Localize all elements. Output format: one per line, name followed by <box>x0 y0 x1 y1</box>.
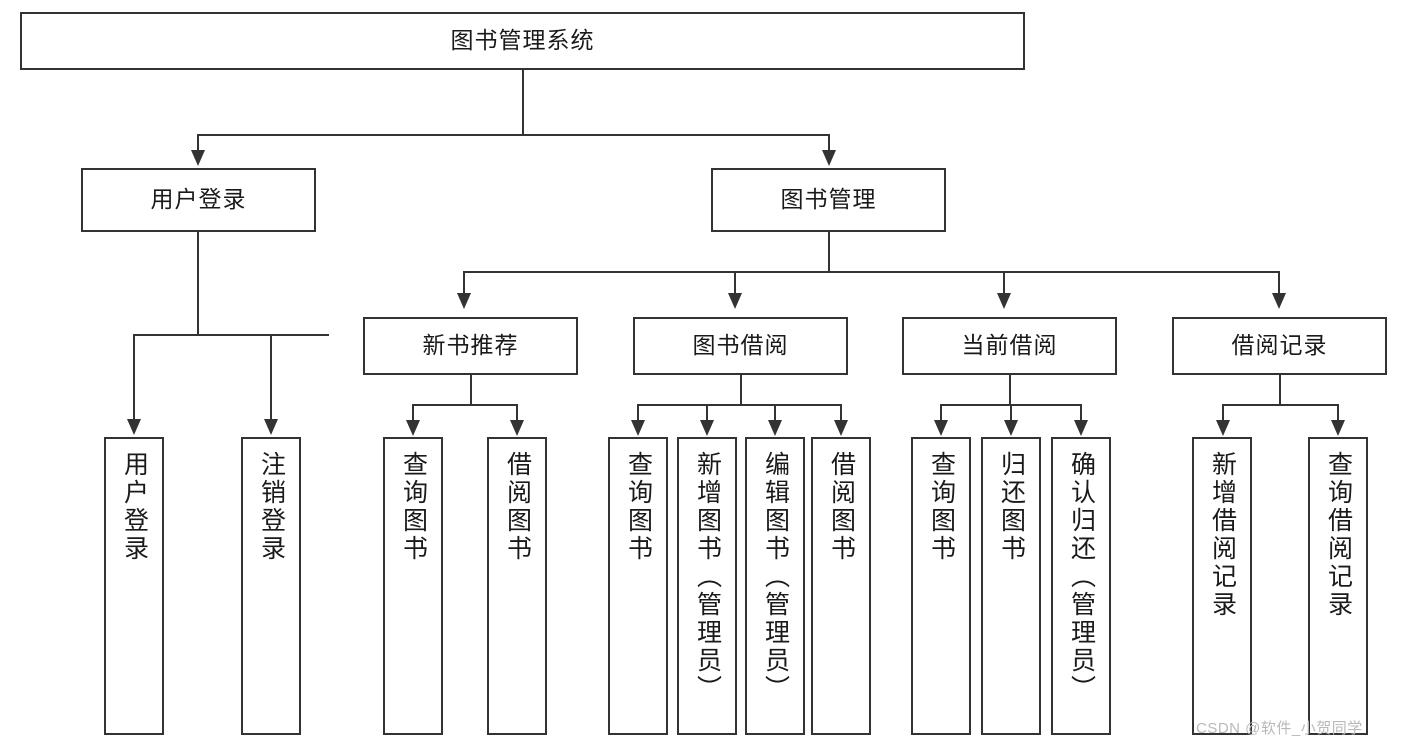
arrow-root-to-user-login <box>191 150 205 166</box>
connector-root-bus <box>197 134 830 136</box>
connector-cb-to-leaf-2 <box>1010 404 1012 424</box>
connector-bb-to-leaf-3 <box>774 404 776 424</box>
node-leaf-query-book-2[interactable]: 查询图书 <box>608 437 668 735</box>
node-label: 图书借阅 <box>692 332 789 359</box>
node-leaf-add-book[interactable]: 新增图书（管理员） <box>677 437 737 735</box>
node-label: 当前借阅 <box>961 332 1058 359</box>
connector-user-login-bus <box>133 334 329 336</box>
arrow-cb-to-leaf-2 <box>1004 420 1018 436</box>
arrow-cb-to-leaf-3 <box>1074 420 1088 436</box>
node-leaf-confirm-return[interactable]: 确认归还（管理员） <box>1051 437 1111 735</box>
node-label: 新增图书（管理员） <box>693 451 722 703</box>
arrow-bm-to-book-borrow <box>728 293 742 309</box>
connector-root-to-book-management <box>828 134 830 156</box>
node-leaf-logout-login[interactable]: 注销登录 <box>241 437 301 735</box>
node-leaf-borrow-book-1[interactable]: 借阅图书 <box>487 437 547 735</box>
connector-cb-to-leaf-1 <box>940 404 942 424</box>
connector-br-to-leaf-2 <box>1337 404 1339 424</box>
arrow-user-login-to-leaf-1 <box>127 419 141 435</box>
arrow-root-to-book-management <box>822 150 836 166</box>
node-label: 图书管理系统 <box>450 27 595 54</box>
connector-nbr-to-leaf-1 <box>412 404 414 424</box>
connector-br-bus <box>1222 404 1338 406</box>
node-current-borrow[interactable]: 当前借阅 <box>902 317 1117 375</box>
arrow-bb-to-leaf-1 <box>631 420 645 436</box>
node-label: 查询借阅记录 <box>1324 451 1353 619</box>
connector-user-login-trunk <box>197 232 199 335</box>
node-leaf-query-record[interactable]: 查询借阅记录 <box>1308 437 1368 735</box>
connector-br-trunk <box>1279 375 1281 405</box>
arrow-bb-to-leaf-3 <box>768 420 782 436</box>
connector-bb-to-leaf-2 <box>706 404 708 424</box>
arrow-bm-to-borrow-record <box>1272 293 1286 309</box>
node-leaf-edit-book[interactable]: 编辑图书（管理员） <box>745 437 805 735</box>
node-label: 借阅图书 <box>503 451 532 563</box>
node-leaf-user-login[interactable]: 用户登录 <box>104 437 164 735</box>
node-book-management-system[interactable]: 图书管理系统 <box>20 12 1025 70</box>
node-leaf-return-book[interactable]: 归还图书 <box>981 437 1041 735</box>
node-label: 图书管理 <box>780 186 877 213</box>
arrow-bb-to-leaf-4 <box>834 420 848 436</box>
node-label: 确认归还（管理员） <box>1067 451 1096 703</box>
connector-nbr-trunk <box>470 375 472 405</box>
connector-nbr-to-leaf-2 <box>516 404 518 424</box>
arrow-user-login-to-leaf-2 <box>264 419 278 435</box>
node-new-book-recommend[interactable]: 新书推荐 <box>363 317 578 375</box>
connector-bm-to-book-borrow <box>734 271 736 297</box>
arrow-bb-to-leaf-2 <box>700 420 714 436</box>
arrow-br-to-leaf-1 <box>1216 420 1230 436</box>
node-label: 归还图书 <box>997 451 1026 563</box>
connector-book-management-bus <box>463 271 1280 273</box>
arrow-bm-to-new-book-recommend <box>457 293 471 309</box>
node-label: 查询图书 <box>624 451 653 563</box>
connector-user-login-to-leaf-1 <box>133 334 135 422</box>
node-label: 用户登录 <box>120 451 149 563</box>
node-user-login[interactable]: 用户登录 <box>81 168 316 232</box>
node-leaf-add-record[interactable]: 新增借阅记录 <box>1192 437 1252 735</box>
node-label: 新增借阅记录 <box>1208 451 1237 619</box>
connector-bm-to-borrow-record <box>1278 271 1280 297</box>
node-leaf-borrow-book-2[interactable]: 借阅图书 <box>811 437 871 735</box>
node-borrow-record[interactable]: 借阅记录 <box>1172 317 1387 375</box>
connector-nbr-bus <box>412 404 517 406</box>
node-label: 查询图书 <box>399 451 428 563</box>
connector-bm-to-current-borrow <box>1003 271 1005 297</box>
connector-cb-to-leaf-3 <box>1080 404 1082 424</box>
connector-bm-to-new-book-recommend <box>463 271 465 297</box>
node-book-management[interactable]: 图书管理 <box>711 168 946 232</box>
connector-bb-to-leaf-4 <box>840 404 842 424</box>
connector-root-to-user-login <box>197 134 199 156</box>
arrow-br-to-leaf-2 <box>1331 420 1345 436</box>
connector-cb-trunk <box>1009 375 1011 405</box>
node-label: 用户登录 <box>150 186 247 213</box>
connector-user-login-to-leaf-2 <box>270 334 272 422</box>
connector-br-to-leaf-1 <box>1222 404 1224 424</box>
node-label: 查询图书 <box>927 451 956 563</box>
node-book-borrow[interactable]: 图书借阅 <box>633 317 848 375</box>
connector-book-management-trunk <box>828 232 830 272</box>
arrow-cb-to-leaf-1 <box>934 420 948 436</box>
arrow-bm-to-current-borrow <box>997 293 1011 309</box>
arrow-nbr-to-leaf-1 <box>406 420 420 436</box>
node-label: 注销登录 <box>257 451 286 563</box>
connector-bb-to-leaf-1 <box>637 404 639 424</box>
node-leaf-query-book-3[interactable]: 查询图书 <box>911 437 971 735</box>
node-label: 新书推荐 <box>422 332 519 359</box>
node-label: 借阅图书 <box>827 451 856 563</box>
connector-bb-bus <box>637 404 842 406</box>
connector-root-trunk <box>522 70 524 135</box>
arrow-nbr-to-leaf-2 <box>510 420 524 436</box>
node-label: 借阅记录 <box>1231 332 1328 359</box>
connector-bb-trunk <box>740 375 742 405</box>
node-label: 编辑图书（管理员） <box>761 451 790 703</box>
node-leaf-query-book-1[interactable]: 查询图书 <box>383 437 443 735</box>
